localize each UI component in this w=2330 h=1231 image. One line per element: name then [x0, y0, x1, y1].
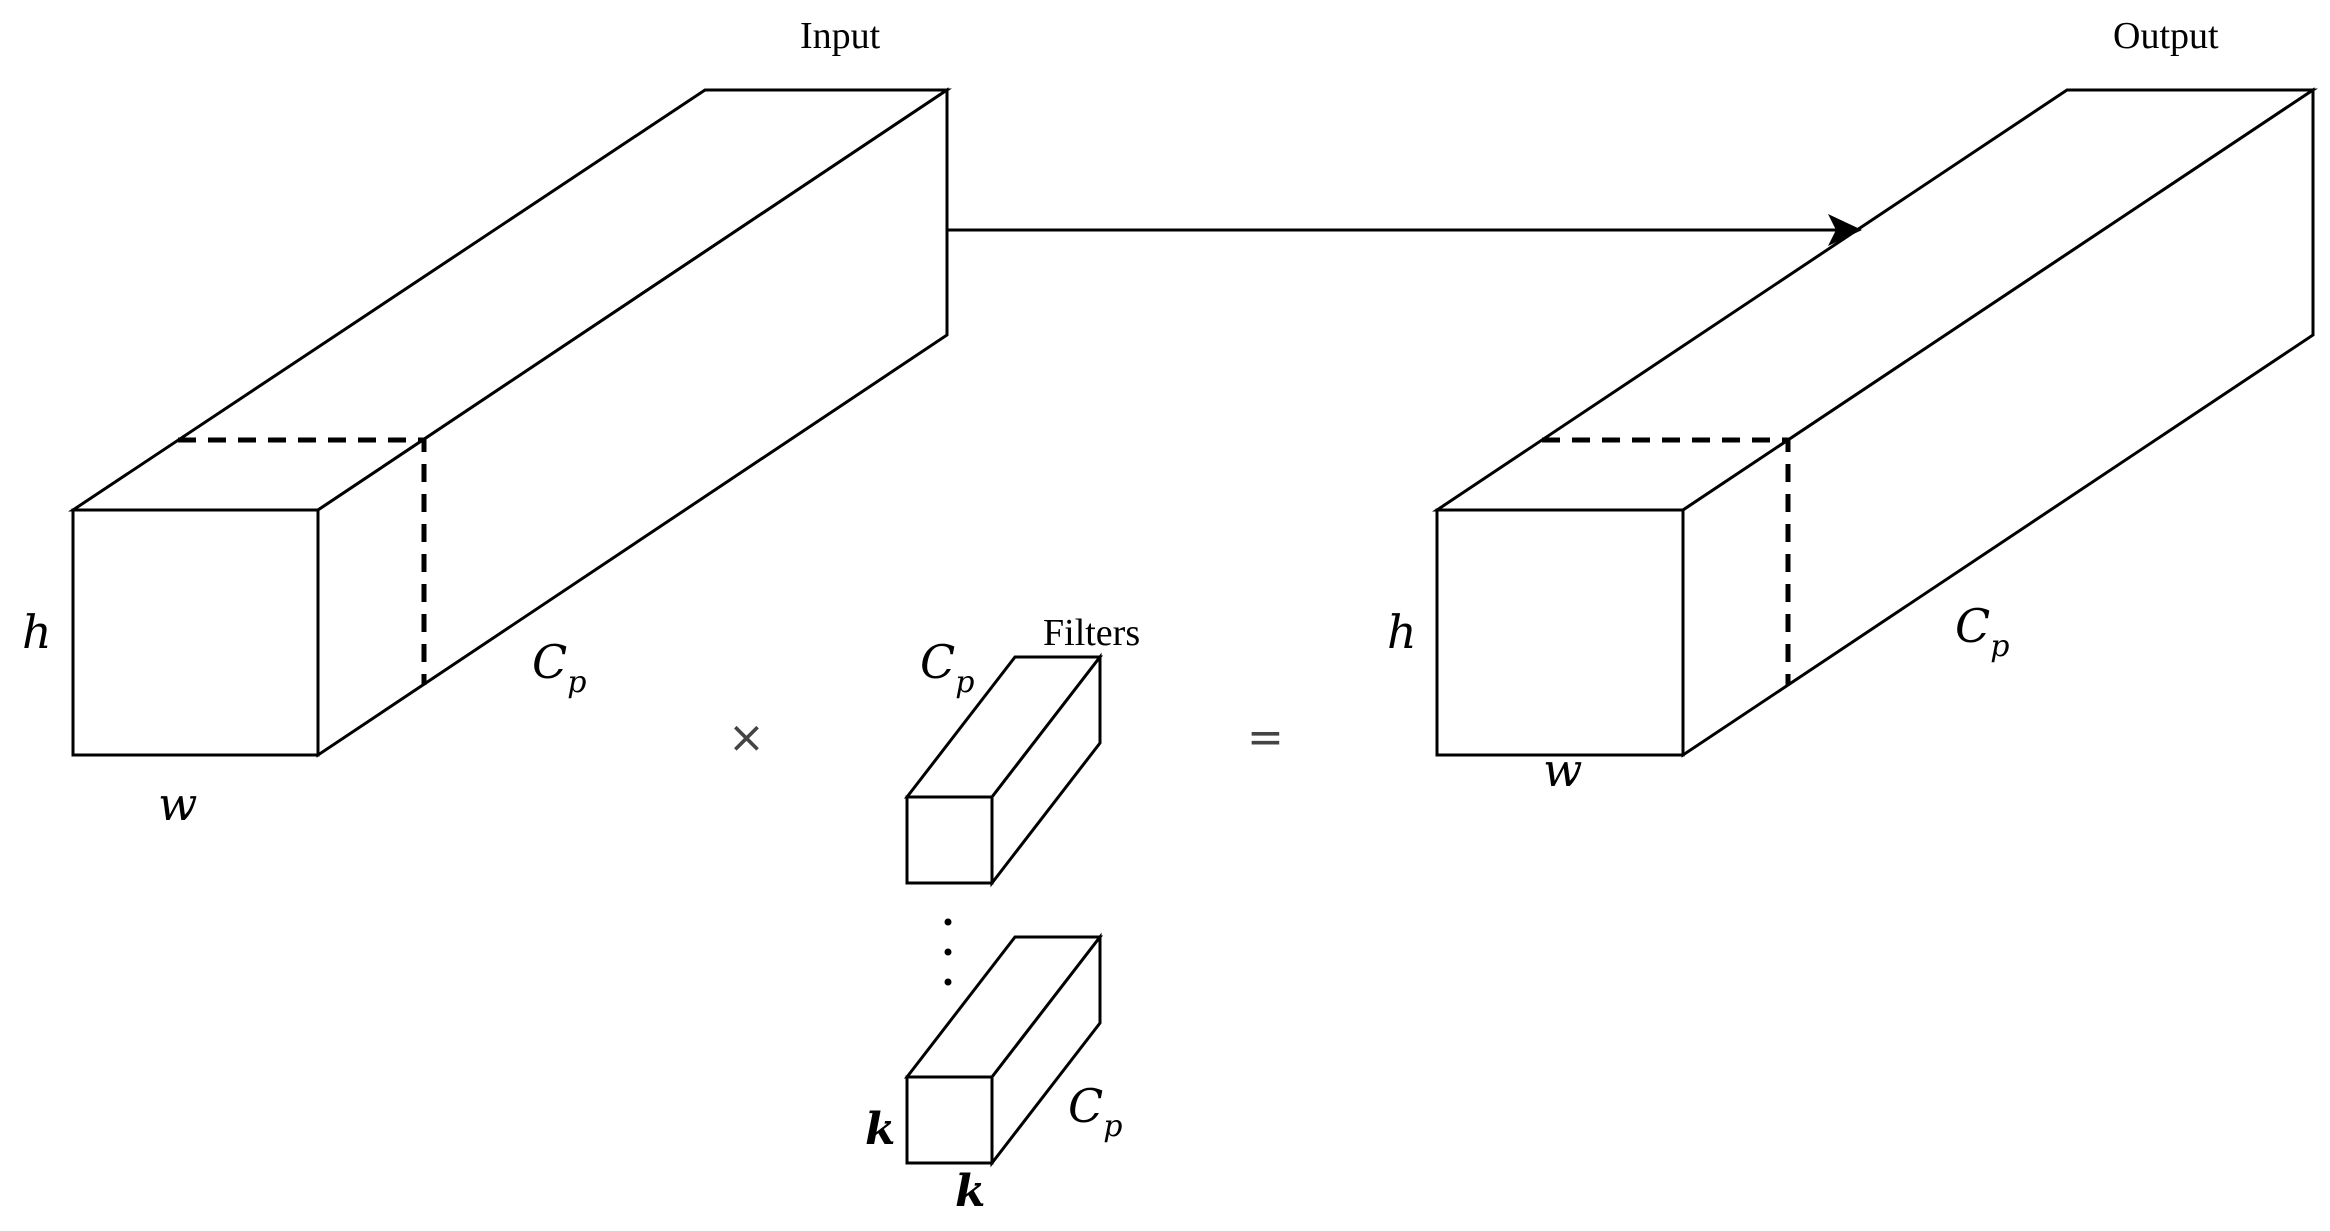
output-height-label: h — [1387, 605, 1417, 659]
filter-bottom-height-label: k — [865, 1104, 896, 1155]
input-dashed-slice — [178, 437, 427, 685]
filter-ellipsis — [944, 918, 952, 986]
arrow-head-icon — [1828, 214, 1862, 246]
input-front-face — [71, 508, 320, 757]
input-title: Input — [800, 15, 881, 57]
filters-title: Filters — [1043, 612, 1140, 654]
filter-bottom-front-face — [905, 1075, 994, 1165]
filter-bottom — [903, 932, 1104, 1168]
multiply-operator: × — [728, 712, 765, 763]
equals-operator: = — [1247, 712, 1284, 763]
output-width-label: w — [1543, 743, 1582, 797]
input-block — [68, 87, 952, 758]
input-to-output-arrow — [947, 214, 1862, 246]
filter-top-front-face — [905, 795, 994, 885]
input-channel-label: Cp — [532, 635, 586, 700]
filter-bottom-channel-label: Cp — [1068, 1079, 1122, 1144]
filter-top-channel-label: Cp — [920, 635, 974, 700]
output-channel-label: Cp — [1955, 599, 2009, 664]
output-front-face — [1435, 508, 1685, 757]
output-dashed-slice — [1542, 437, 1791, 685]
input-height-label: h — [22, 605, 52, 659]
filter-bottom-width-label: k — [955, 1166, 986, 1217]
output-title: Output — [2113, 15, 2219, 57]
output-block — [1432, 87, 2318, 758]
input-width-label: w — [158, 777, 197, 831]
filter-top — [903, 652, 1104, 888]
